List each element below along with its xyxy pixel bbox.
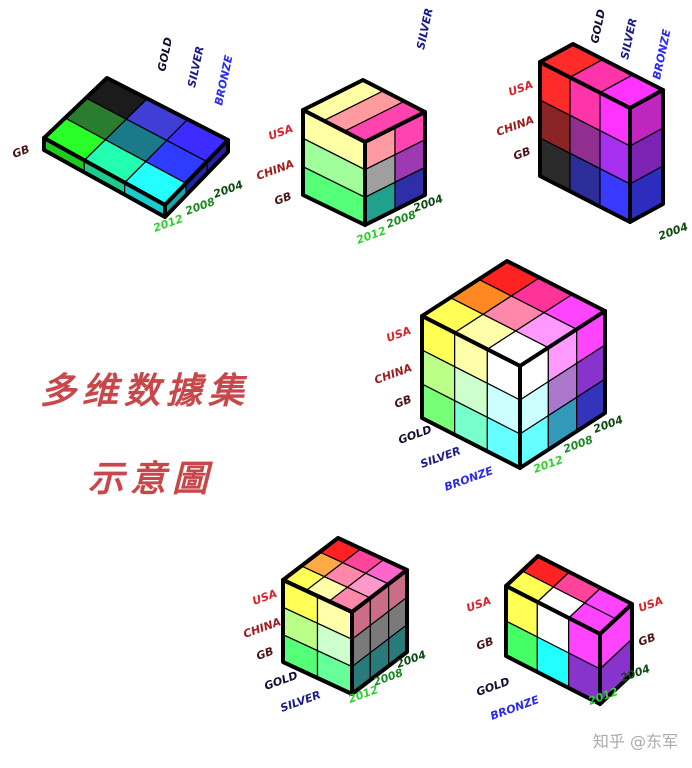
label-china: CHINA — [255, 157, 296, 183]
big-cube-side-outline — [518, 309, 607, 470]
label-gb: GB — [273, 190, 294, 208]
label-usa: USA — [507, 78, 535, 99]
label-china: CHINA — [373, 361, 414, 387]
label-silver: SILVER — [419, 444, 463, 471]
label-2012: 2012 — [355, 224, 389, 247]
label-bronze: BRONZE — [489, 693, 542, 723]
label-gb: GB — [393, 393, 414, 411]
label-usa: USA — [251, 587, 279, 608]
label-usa: USA — [385, 324, 413, 345]
label-gold: GOLD — [475, 675, 512, 699]
cubes-layer — [42, 42, 665, 706]
label-gb: GB — [637, 631, 658, 649]
label-gb: GB — [475, 635, 496, 653]
label-bronze: BRONZE — [443, 464, 496, 494]
label-bronze: BRONZE — [650, 28, 673, 81]
label-bronze: BRONZE — [212, 54, 235, 107]
label-gold: GOLD — [155, 36, 175, 72]
label-gold: GOLD — [588, 8, 608, 44]
label-2004: 2004 — [212, 178, 245, 201]
slab-top-middle-side-outline — [363, 110, 427, 227]
label-usa: USA — [465, 594, 493, 615]
label-gold: GOLD — [397, 423, 434, 447]
diagram-title-line-2: 示意圖 — [88, 458, 215, 500]
label-china: CHINA — [495, 113, 536, 139]
label-usa: USA — [637, 594, 665, 615]
small-left-cube-side-outline — [350, 568, 409, 696]
label-silver: SILVER — [414, 7, 435, 51]
slab-top-left-side-outline — [163, 138, 230, 219]
slab-top-right-top-outline — [538, 42, 665, 110]
label-silver: SILVER — [279, 688, 323, 715]
label-gold: GOLD — [263, 669, 300, 693]
watermark-text: 知乎 @东军 — [592, 732, 678, 751]
label-gb: GB — [255, 645, 276, 663]
small-right-cube-side-outline — [598, 602, 634, 706]
label-silver: SILVER — [618, 17, 639, 61]
label-gb: GB — [512, 145, 533, 163]
label-2008: 2008 — [184, 195, 218, 218]
diagram-title-line-1: 多维数據集 — [40, 370, 251, 412]
label-2004: 2004 — [657, 220, 690, 243]
label-usa: USA — [267, 122, 295, 143]
label-china: CHINA — [242, 615, 283, 641]
label-silver: SILVER — [185, 45, 206, 89]
label-gb: GB — [11, 143, 32, 161]
